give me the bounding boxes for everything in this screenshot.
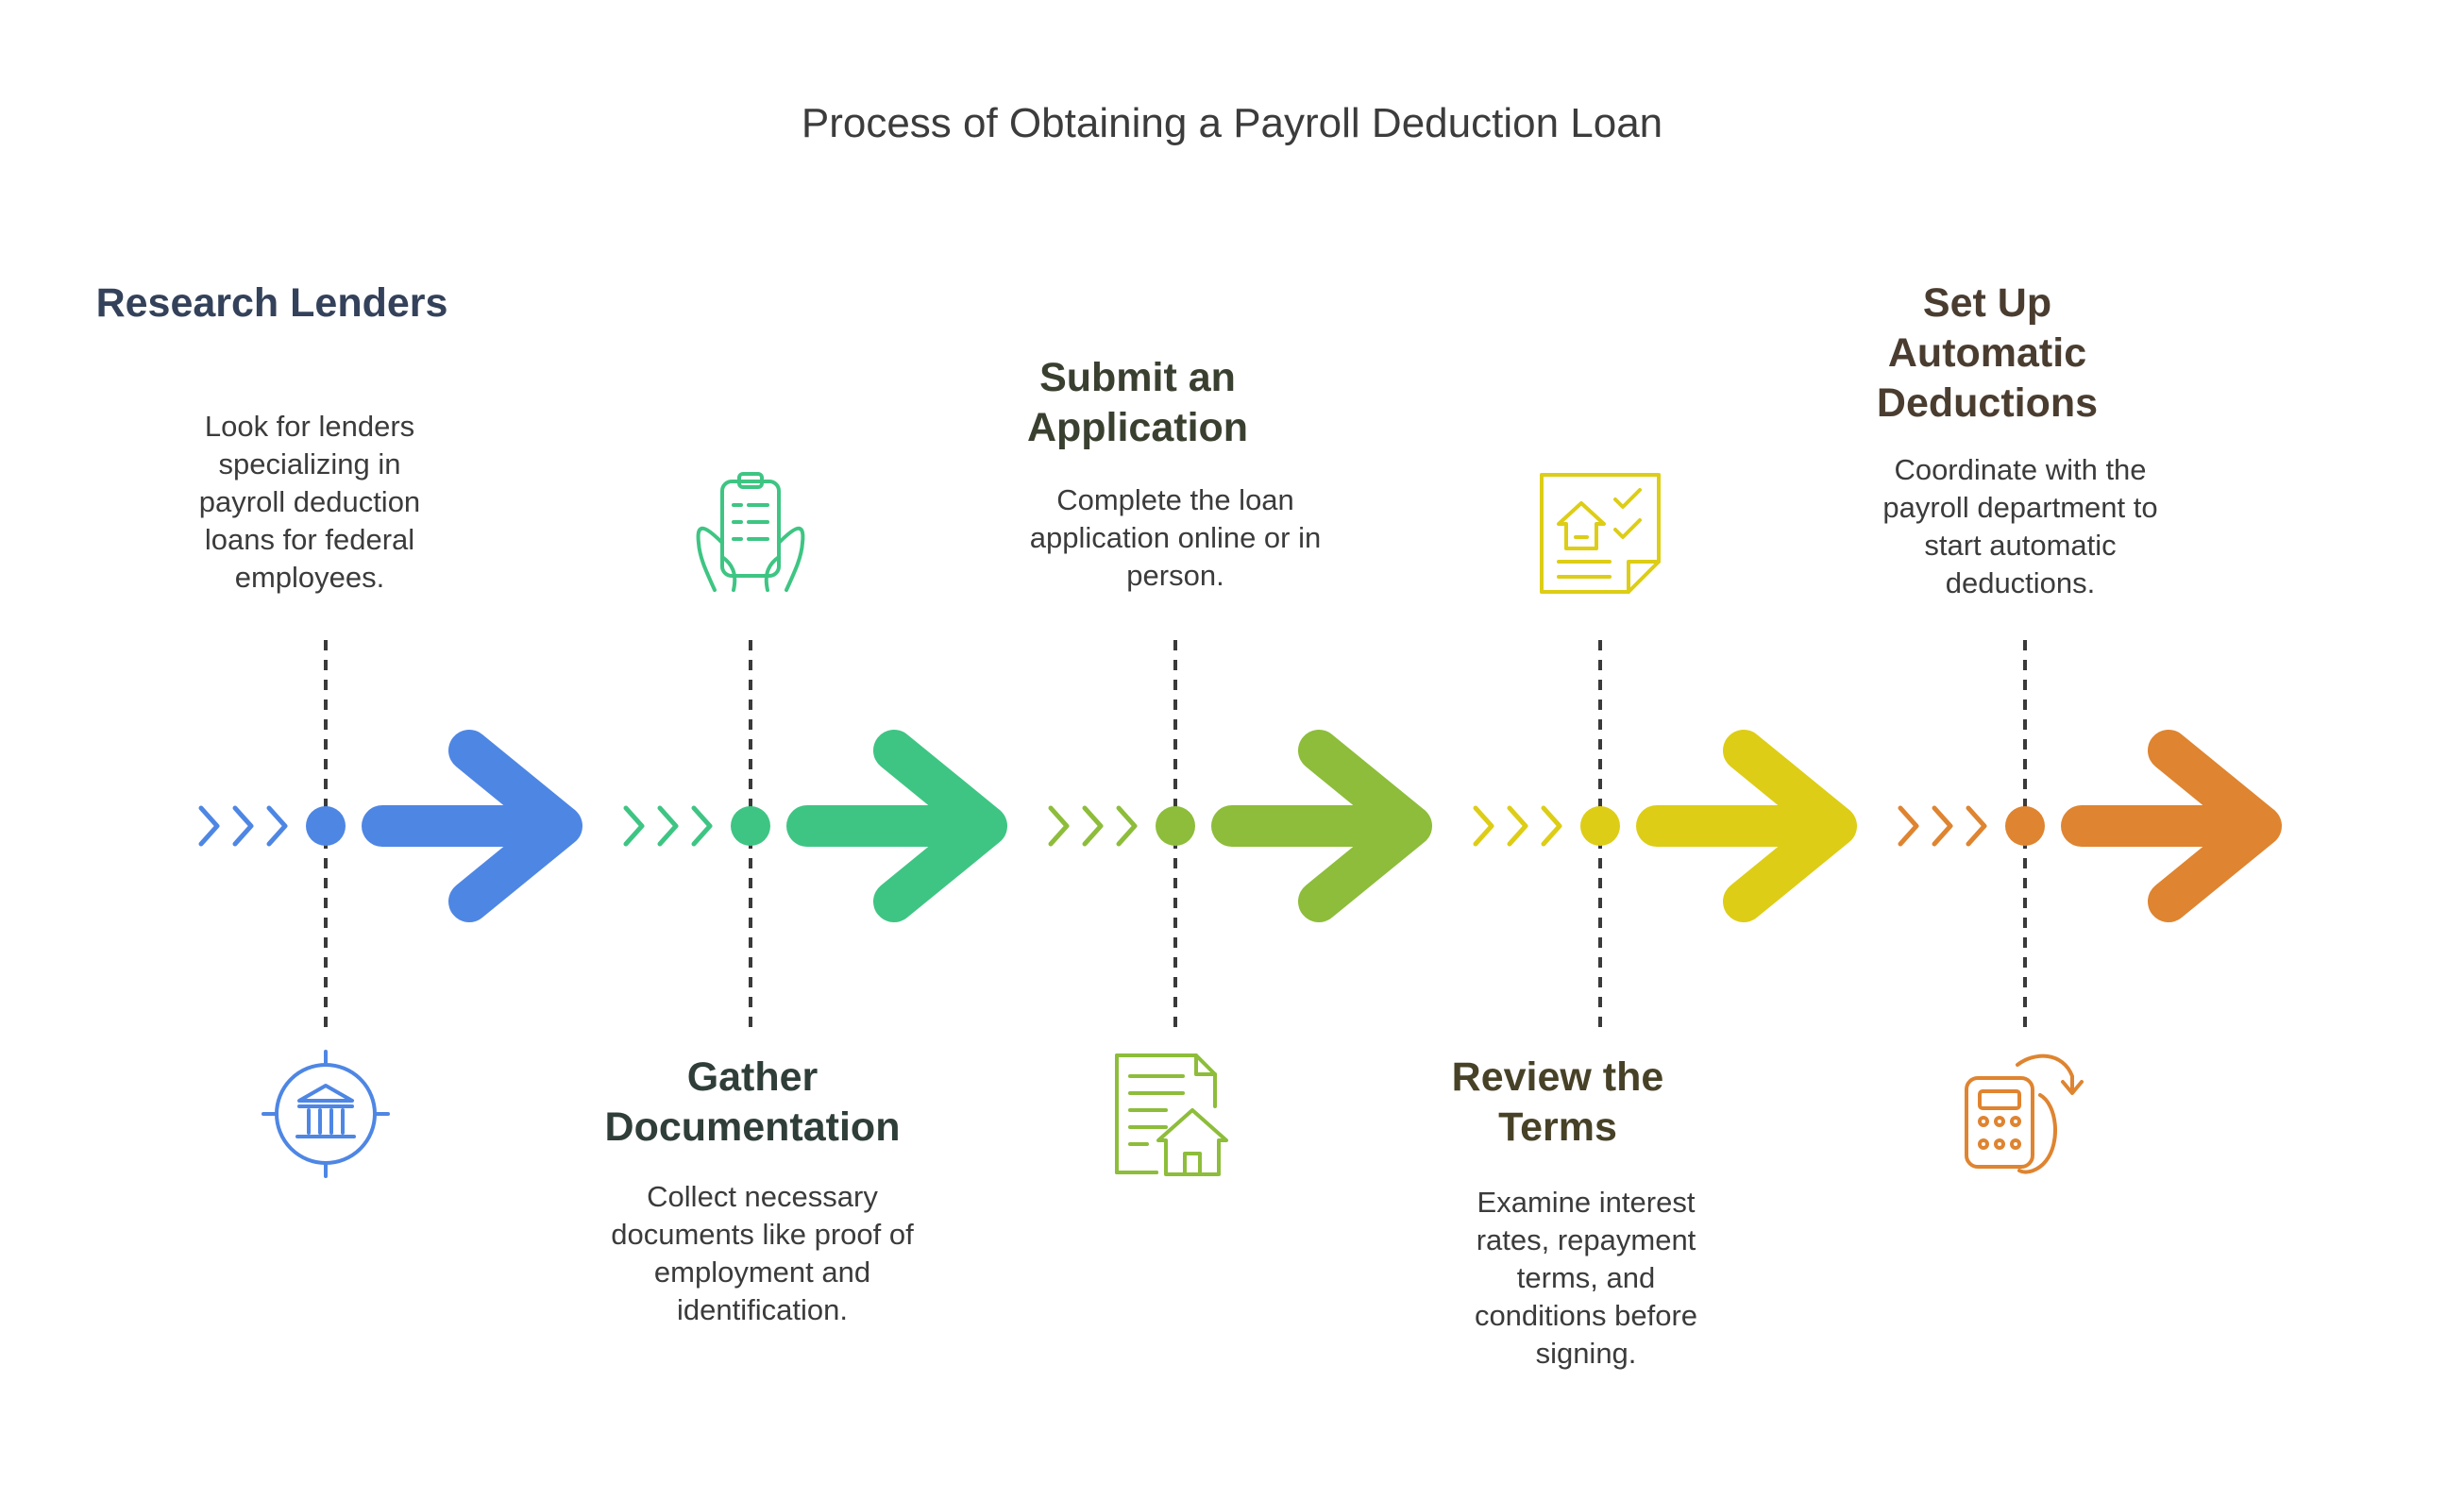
chevron-icon (1507, 805, 1528, 847)
step-dot (306, 806, 346, 846)
step-1-timeline (198, 640, 582, 1178)
step-5-description: Coordinate with the payroll department t… (1882, 453, 2158, 599)
chevron-icon (1082, 805, 1104, 847)
step-dot (2005, 806, 2045, 846)
step-dot (1580, 806, 1620, 846)
arrow-icon (786, 730, 1007, 922)
bank-icon (262, 1050, 390, 1178)
arrow-icon (1211, 730, 1432, 922)
step-1-heading: Research Lenders (95, 280, 448, 326)
step-4-timeline (1473, 473, 1857, 1029)
calculator-refresh-icon (1965, 1053, 2084, 1174)
chevron-icon (1898, 805, 1919, 847)
chevron-icon (691, 805, 713, 847)
chevron-icon (198, 805, 220, 847)
chevron-icon (623, 805, 645, 847)
arrow-icon (362, 730, 582, 922)
arrow-icon (2061, 730, 2282, 922)
checklist-house-icon (1540, 473, 1661, 594)
step-5-timeline (1898, 640, 2282, 1174)
chevron-icon (1541, 805, 1562, 847)
step-3-timeline (1048, 640, 1432, 1176)
document-house-icon (1115, 1053, 1228, 1176)
chevron-icon (266, 805, 288, 847)
chevron-icon (1932, 805, 1953, 847)
step-2-description: Collect necessary documents like proof o… (611, 1180, 914, 1326)
step-5-heading: Set Up Automatic Deductions (1876, 280, 2099, 426)
step-dot (731, 806, 770, 846)
step-2-timeline (623, 472, 1007, 1029)
clipboard-hands-icon (696, 472, 805, 592)
chevron-icon (232, 805, 254, 847)
step-3-heading: Submit an Application (1026, 355, 1249, 450)
chevron-icon (1116, 805, 1138, 847)
step-1-description: Look for lenders specializing in payroll… (198, 410, 421, 594)
chevron-icon (1473, 805, 1494, 847)
step-4-description: Examine interest rates, repayment terms,… (1474, 1186, 1698, 1370)
step-4-heading: Review the Terms (1451, 1054, 1664, 1150)
step-3-description: Complete the loan application online or … (1029, 483, 1322, 592)
step-dot (1156, 806, 1195, 846)
arrow-icon (1636, 730, 1857, 922)
chevron-icon (1966, 805, 1987, 847)
chevron-icon (657, 805, 679, 847)
diagram-title: Process of Obtaining a Payroll Deduction… (801, 100, 1663, 146)
step-2-heading: Gather Documentation (604, 1054, 901, 1150)
chevron-icon (1048, 805, 1070, 847)
